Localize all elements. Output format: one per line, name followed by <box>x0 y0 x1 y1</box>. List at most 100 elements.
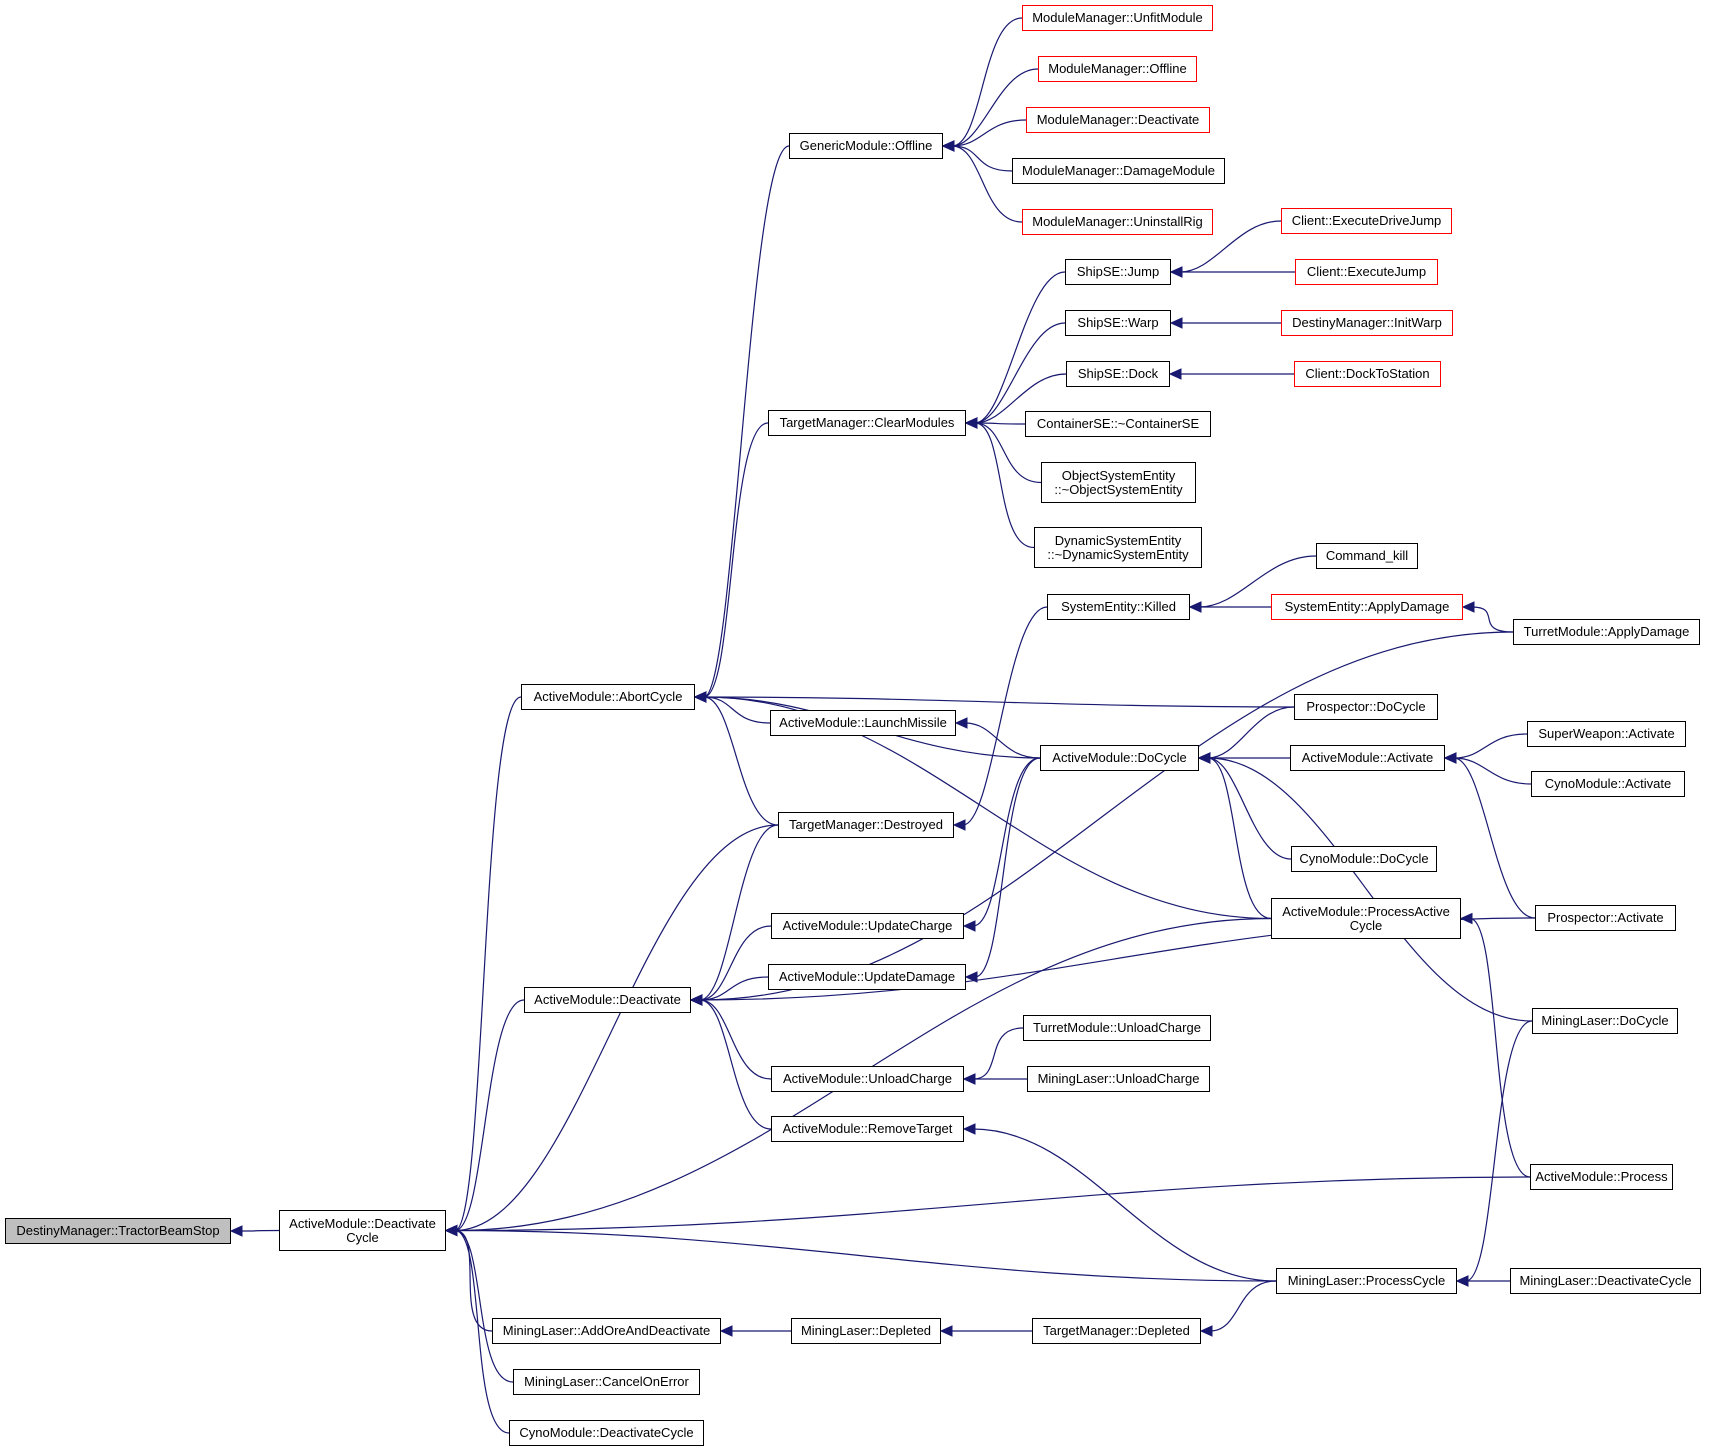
graph-node-dynamicsystementity-dynamicsystementity[interactable]: DynamicSystemEntity ::~DynamicSystemEnti… <box>1034 527 1202 568</box>
call-edge <box>454 999 525 1232</box>
call-edge <box>1453 757 1532 785</box>
call-edge <box>1465 1020 1533 1282</box>
graph-node-modulemanager-offline[interactable]: ModuleManager::Offline <box>1038 56 1197 82</box>
call-edge <box>703 696 779 826</box>
graph-node-prospector-docycle[interactable]: Prospector::DoCycle <box>1294 694 1438 720</box>
graph-node-turretmodule-applydamage[interactable]: TurretModule::ApplyDamage <box>1513 619 1700 645</box>
graph-node-activemodule-abortcycle[interactable]: ActiveModule::AbortCycle <box>521 684 695 710</box>
graph-node-targetmanager-clearmodules[interactable]: TargetManager::ClearModules <box>768 410 966 436</box>
graph-node-mininglaser-deactivatecycle[interactable]: MiningLaser::DeactivateCycle <box>1510 1268 1701 1294</box>
call-edge <box>454 1229 510 1434</box>
graph-node-mininglaser-processcycle[interactable]: MiningLaser::ProcessCycle <box>1276 1268 1457 1294</box>
arrowhead-icon <box>1168 368 1182 380</box>
graph-node-turretmodule-unloadcharge[interactable]: TurretModule::UnloadCharge <box>1023 1015 1211 1041</box>
call-edge <box>1207 757 1272 920</box>
graph-node-shipse-jump[interactable]: ShipSE::Jump <box>1065 259 1171 285</box>
call-edge <box>699 925 772 1001</box>
arrowhead-icon <box>954 717 968 729</box>
call-edge <box>1453 733 1528 759</box>
graph-node-cynomodule-activate[interactable]: CynoModule::Activate <box>1531 771 1685 797</box>
call-edge <box>1207 706 1295 759</box>
call-edge <box>699 824 779 1001</box>
graph-node-targetmanager-depleted[interactable]: TargetManager::Depleted <box>1032 1318 1201 1344</box>
arrowhead-icon <box>1459 912 1473 925</box>
graph-node-systementity-killed[interactable]: SystemEntity::Killed <box>1047 594 1190 620</box>
graph-node-targetmanager-destroyed[interactable]: TargetManager::Destroyed <box>778 812 954 838</box>
graph-node-activemodule-updatedamage[interactable]: ActiveModule::UpdateDamage <box>768 964 966 990</box>
graph-node-shipse-dock[interactable]: ShipSE::Dock <box>1066 361 1170 387</box>
graph-node-activemodule-deactivate[interactable]: ActiveModule::Deactivate <box>524 987 691 1013</box>
graph-node-activemodule-processactivecycle[interactable]: ActiveModule::ProcessActive Cycle <box>1271 898 1461 939</box>
call-edge <box>972 757 1041 927</box>
arrowhead-icon <box>1461 601 1475 613</box>
arrowhead-icon <box>1188 601 1202 613</box>
graph-node-systementity-applydamage[interactable]: SystemEntity::ApplyDamage <box>1271 594 1463 620</box>
graph-node-activemodule-unloadcharge[interactable]: ActiveModule::UnloadCharge <box>771 1066 964 1092</box>
call-edge <box>974 322 1066 424</box>
call-edge <box>454 1229 1277 1282</box>
call-edge <box>962 606 1048 826</box>
arrowhead-icon <box>962 920 976 932</box>
graph-node-client-executedrivejump[interactable]: Client::ExecuteDriveJump <box>1281 208 1452 234</box>
graph-node-activemodule-docycle[interactable]: ActiveModule::DoCycle <box>1040 745 1199 771</box>
graph-node-containerse-containerse[interactable]: ContainerSE::~ContainerSE <box>1025 411 1211 437</box>
call-edge <box>699 999 772 1130</box>
call-edge <box>972 1128 1277 1282</box>
graph-node-modulemanager-deactivate[interactable]: ModuleManager::Deactivate <box>1026 107 1210 133</box>
arrowhead-icon <box>1199 1325 1213 1337</box>
call-edge <box>1453 757 1536 919</box>
graph-node-activemodule-process[interactable]: ActiveModule::Process <box>1530 1164 1673 1190</box>
call-edge <box>951 145 1023 223</box>
call-edge <box>974 422 1035 549</box>
call-edge <box>1207 757 1292 860</box>
call-edge <box>951 68 1039 147</box>
graph-node-client-executejump[interactable]: Client::ExecuteJump <box>1295 259 1438 285</box>
graph-node-destinymanager-tractorbeamstop: DestinyManager::TractorBeamStop <box>5 1218 231 1244</box>
call-edge <box>1209 1280 1277 1332</box>
graph-node-modulemanager-damagemodule[interactable]: ModuleManager::DamageModule <box>1012 158 1225 184</box>
call-edge <box>974 757 1041 978</box>
graph-node-activemodule-activate[interactable]: ActiveModule::Activate <box>1290 745 1445 771</box>
graph-node-mininglaser-docycle[interactable]: MiningLaser::DoCycle <box>1532 1008 1678 1034</box>
call-edge <box>974 373 1067 424</box>
graph-node-genericmodule-offline[interactable]: GenericModule::Offline <box>789 133 943 159</box>
graph-node-cynomodule-deactivatecycle[interactable]: CynoModule::DeactivateCycle <box>509 1420 704 1446</box>
arrowhead-icon <box>941 140 955 152</box>
call-edge <box>1198 555 1317 608</box>
arrowhead-icon <box>719 1325 733 1337</box>
call-edge <box>454 824 779 1232</box>
call-edge <box>1469 917 1531 1178</box>
graph-node-client-docktostation[interactable]: Client::DockToStation <box>1294 361 1441 387</box>
graph-node-activemodule-launchmissile[interactable]: ActiveModule::LaunchMissile <box>770 710 956 736</box>
graph-node-modulemanager-unfitmodule[interactable]: ModuleManager::UnfitModule <box>1022 5 1213 31</box>
arrowhead-icon <box>962 1123 976 1135</box>
arrowhead-icon <box>1443 752 1457 764</box>
graph-node-shipse-warp[interactable]: ShipSE::Warp <box>1065 310 1171 336</box>
graph-node-mininglaser-addoreanddeactivate[interactable]: MiningLaser::AddOreAndDeactivate <box>492 1318 721 1344</box>
graph-node-modulemanager-uninstallrig[interactable]: ModuleManager::UninstallRig <box>1022 209 1213 235</box>
graph-node-mininglaser-unloadcharge[interactable]: MiningLaser::UnloadCharge <box>1027 1066 1210 1092</box>
graph-node-destinymanager-initwarp[interactable]: DestinyManager::InitWarp <box>1281 310 1453 336</box>
call-edge <box>972 1027 1024 1080</box>
call-edge <box>964 722 1041 759</box>
graph-node-cynomodule-docycle[interactable]: CynoModule::DoCycle <box>1291 846 1437 872</box>
arrowhead-icon <box>444 1224 458 1237</box>
call-edge <box>974 271 1066 424</box>
call-edge <box>454 1229 514 1383</box>
graph-node-prospector-activate[interactable]: Prospector::Activate <box>1535 905 1676 931</box>
graph-node-command-kill[interactable]: Command_kill <box>1316 543 1418 569</box>
graph-node-mininglaser-cancelonerror[interactable]: MiningLaser::CancelOnError <box>513 1369 700 1395</box>
arrowhead-icon <box>229 1225 243 1237</box>
arrowhead-icon <box>962 1073 976 1085</box>
call-edge <box>974 422 1026 425</box>
graph-node-mininglaser-depleted[interactable]: MiningLaser::Depleted <box>791 1318 941 1344</box>
graph-node-superweapon-activate[interactable]: SuperWeapon::Activate <box>1527 721 1686 747</box>
graph-node-activemodule-removetarget[interactable]: ActiveModule::RemoveTarget <box>771 1116 964 1142</box>
graph-node-activemodule-updatecharge[interactable]: ActiveModule::UpdateCharge <box>771 913 964 939</box>
call-edge <box>1471 606 1514 633</box>
graph-node-activemodule-deactivatecycle[interactable]: ActiveModule::Deactivate Cycle <box>279 1210 446 1251</box>
arrowhead-icon <box>964 417 978 429</box>
arrowhead-icon <box>964 971 978 983</box>
graph-node-objectsystementity-objectsystementity[interactable]: ObjectSystemEntity ::~ObjectSystemEntity <box>1041 462 1196 503</box>
